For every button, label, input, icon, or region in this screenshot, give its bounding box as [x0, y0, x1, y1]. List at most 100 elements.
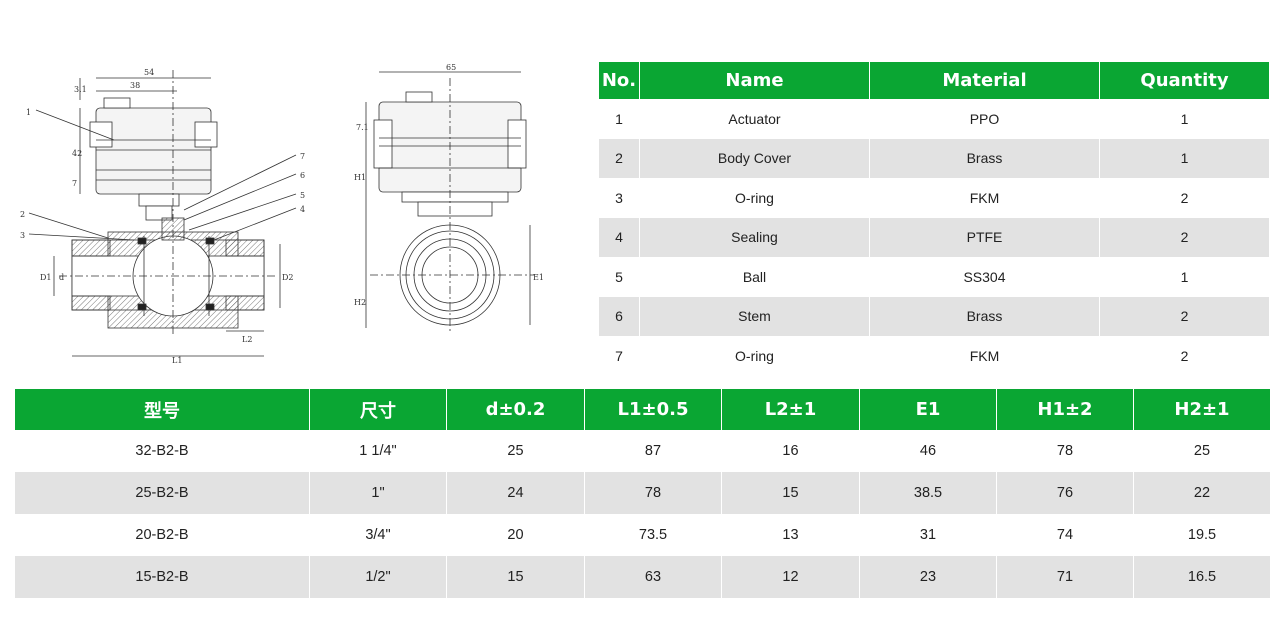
cell-e1: 23 [859, 556, 997, 598]
cell-name: O-ring [639, 336, 870, 376]
col-header-no: No. [598, 62, 640, 99]
table-row: 32-B2-B 1 1/4" 25 87 16 46 78 25 [14, 430, 1271, 472]
cell-h1: 76 [996, 472, 1134, 514]
dim-h1: H1 [354, 173, 366, 182]
cell-size: 1 1/4" [309, 430, 447, 472]
cell-l2: 15 [721, 472, 860, 514]
spec-header-row: 型号 尺寸 d±0.2 L1±0.5 L2±1 E1 H1±2 H2±1 [14, 389, 1271, 430]
cell-quantity: 2 [1099, 336, 1270, 376]
cell-quantity: 2 [1099, 296, 1270, 336]
callout-1: 1 [26, 108, 31, 117]
cell-l1: 63 [584, 556, 722, 598]
cell-size: 1/2" [309, 556, 447, 598]
callout-3: 3 [20, 231, 25, 240]
dim-7: 7 [72, 179, 77, 188]
cell-model: 20-B2-B [14, 514, 310, 556]
col-header-h2: H2±1 [1133, 389, 1271, 430]
dim-42: 42 [72, 149, 82, 158]
dim-d: d [59, 273, 64, 282]
table-row: 20-B2-B 3/4" 20 73.5 13 31 74 19.5 [14, 514, 1271, 556]
cell-quantity: 2 [1099, 178, 1270, 218]
cell-no: 1 [598, 99, 640, 139]
cell-e1: 46 [859, 430, 997, 472]
dim-7-1: 7.1 [356, 123, 369, 132]
cell-h1: 74 [996, 514, 1134, 556]
cell-quantity: 1 [1099, 138, 1270, 178]
col-header-e1: E1 [859, 389, 997, 430]
cell-no: 7 [598, 336, 640, 376]
col-header-h1: H1±2 [996, 389, 1134, 430]
cell-d: 25 [446, 430, 585, 472]
col-header-quantity: Quantity [1099, 62, 1270, 99]
dim-3-1: 3.1 [74, 85, 87, 94]
callout-4: 4 [300, 205, 305, 214]
dim-38: 38 [130, 81, 140, 90]
cell-name: Actuator [639, 99, 870, 139]
cell-d: 20 [446, 514, 585, 556]
cell-name: Ball [639, 257, 870, 297]
cell-material: PPO [869, 99, 1100, 139]
cell-no: 5 [598, 257, 640, 297]
cell-h1: 78 [996, 430, 1134, 472]
table-row: 7 O-ring FKM 2 [598, 336, 1270, 376]
cell-no: 4 [598, 217, 640, 257]
table-row: 2 Body Cover Brass 1 [598, 138, 1270, 178]
cell-l1: 78 [584, 472, 722, 514]
cell-h2: 22 [1133, 472, 1271, 514]
cell-no: 6 [598, 296, 640, 336]
cell-d: 15 [446, 556, 585, 598]
cell-h1: 71 [996, 556, 1134, 598]
callout-5: 5 [300, 191, 305, 200]
col-header-l1: L1±0.5 [584, 389, 722, 430]
cell-quantity: 2 [1099, 217, 1270, 257]
cell-quantity: 1 [1099, 99, 1270, 139]
cell-l2: 16 [721, 430, 860, 472]
cell-e1: 31 [859, 514, 997, 556]
cell-material: FKM [869, 336, 1100, 376]
cell-quantity: 1 [1099, 257, 1270, 297]
callout-6: 6 [300, 171, 305, 180]
cell-name: Stem [639, 296, 870, 336]
cell-h2: 25 [1133, 430, 1271, 472]
table-row: 6 Stem Brass 2 [598, 296, 1270, 336]
col-header-name: Name [639, 62, 870, 99]
dim-d1: D1 [40, 273, 52, 282]
table-row: 5 Ball SS304 1 [598, 257, 1270, 297]
col-header-d: d±0.2 [446, 389, 585, 430]
dim-e1: E1 [533, 273, 544, 282]
callout-7: 7 [300, 152, 305, 161]
col-header-model: 型号 [14, 389, 310, 430]
cell-d: 24 [446, 472, 585, 514]
col-header-size: 尺寸 [309, 389, 447, 430]
table-row: 4 Sealing PTFE 2 [598, 217, 1270, 257]
cell-material: FKM [869, 178, 1100, 218]
cell-h2: 16.5 [1133, 556, 1271, 598]
cell-l2: 12 [721, 556, 860, 598]
col-header-material: Material [869, 62, 1100, 99]
cell-h2: 19.5 [1133, 514, 1271, 556]
dim-65: 65 [446, 63, 456, 72]
table-row: 3 O-ring FKM 2 [598, 178, 1270, 218]
cell-l1: 73.5 [584, 514, 722, 556]
parts-header-row: No. Name Material Quantity [598, 62, 1270, 99]
side-view [28, 70, 297, 357]
cell-no: 3 [598, 178, 640, 218]
dim-h2: H2 [354, 298, 366, 307]
parts-table: No. Name Material Quantity 1 Actuator PP… [598, 62, 1270, 376]
cell-material: Brass [869, 296, 1100, 336]
cell-model: 32-B2-B [14, 430, 310, 472]
col-header-l2: L2±1 [721, 389, 860, 430]
cell-name: Sealing [639, 217, 870, 257]
dim-l1: L1 [172, 356, 182, 365]
cell-material: Brass [869, 138, 1100, 178]
dim-54: 54 [144, 68, 154, 77]
cell-material: PTFE [869, 217, 1100, 257]
technical-drawing: 54 38 3.1 42 7 D1 d D2 L2 L1 1 2 3 4 5 6… [14, 60, 584, 370]
cell-no: 2 [598, 138, 640, 178]
dim-d2: D2 [282, 273, 294, 282]
cell-l2: 13 [721, 514, 860, 556]
cell-name: Body Cover [639, 138, 870, 178]
table-row: 15-B2-B 1/2" 15 63 12 23 71 16.5 [14, 556, 1271, 598]
dim-l2: L2 [242, 335, 252, 344]
cell-model: 25-B2-B [14, 472, 310, 514]
